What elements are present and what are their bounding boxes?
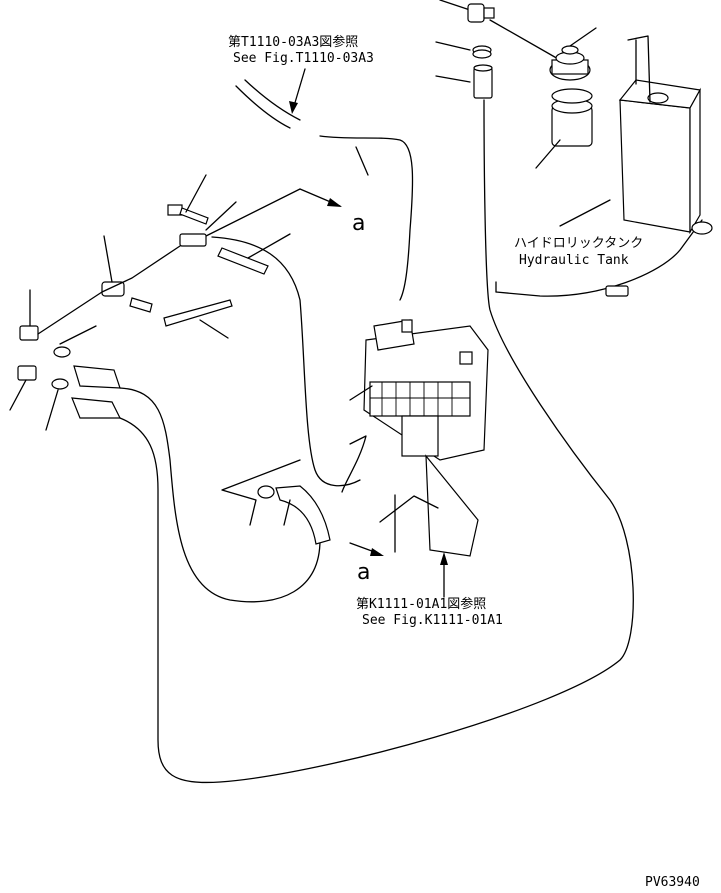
top-line <box>439 0 561 61</box>
connector-a-bottom: a <box>357 560 370 585</box>
top-fittings <box>435 3 495 99</box>
tank-label-jp: ハイドロリックタンク <box>514 236 643 251</box>
hose-end-lower <box>71 397 121 419</box>
control-valve-assembly <box>341 319 489 557</box>
connector-a-top: a <box>352 211 365 236</box>
elbow-fitting-top <box>467 3 485 23</box>
elbow-lower-left <box>17 365 37 381</box>
nipple <box>217 247 269 275</box>
clamp-lower <box>51 378 69 390</box>
ref-bottom-jp: 第K1111-01A1図参照 <box>356 596 486 612</box>
ref-bottom-en: See Fig.K1111-01A1 <box>362 613 503 628</box>
hose-clamp <box>257 485 275 499</box>
adapter <box>129 297 153 313</box>
ref-arrows <box>289 68 448 598</box>
sleeve <box>473 67 493 99</box>
ref-top-jp: 第T1110-03A3図参照 <box>228 34 358 50</box>
hose-end-upper <box>73 365 121 389</box>
filter-assembly <box>535 27 597 169</box>
hoses <box>119 79 703 784</box>
drain-hose <box>221 459 331 545</box>
left-fittings <box>9 174 291 431</box>
clamp-fitting <box>179 233 207 247</box>
hose-fitting <box>163 299 233 327</box>
ref-top-en: See Fig.T1110-03A3 <box>233 51 374 66</box>
drain-hose-body <box>275 485 331 545</box>
tank-label-en: Hydraulic Tank <box>519 253 629 268</box>
clamp-upper <box>53 346 71 358</box>
tee-fitting <box>101 281 125 297</box>
hydraulic-tank <box>559 35 713 297</box>
elbow-upper-left <box>19 325 39 341</box>
connector-arrows <box>205 188 396 556</box>
drawing-number: PV63940 <box>645 875 700 890</box>
